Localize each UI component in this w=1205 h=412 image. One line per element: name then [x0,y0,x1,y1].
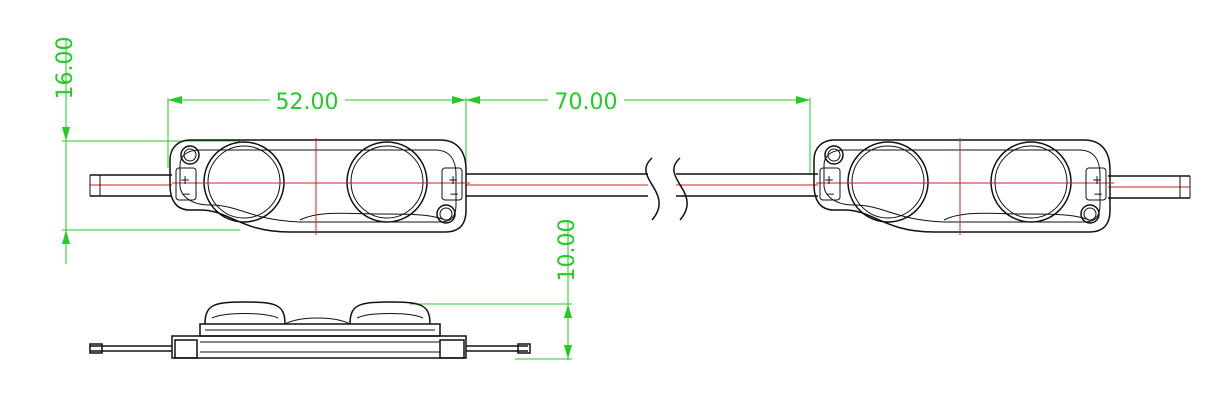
dimension-label-module-thickness: 10.00 [555,219,580,282]
led-module-side-view [89,301,531,359]
lens-right [990,141,1072,223]
wire-middle [466,173,818,197]
wire-left [89,174,172,197]
mounting-hole-right [436,204,456,224]
dimension-label-module-height: 16.00 [53,37,78,100]
mounting-hole-left [180,145,200,165]
polarity-negative-left: − [181,187,191,201]
polarity-negative-right: − [449,187,459,201]
break-symbol [645,157,688,221]
dimension-module-thickness: 10.00 [410,219,580,360]
lens-left [203,141,285,223]
dimension-label-module-spacing: 70.00 [555,90,618,115]
led-module-1: + − + − [169,138,470,235]
mounting-hole-right [1080,204,1100,224]
polarity-positive-left: + [180,173,190,187]
polarity-positive-left: + [824,173,834,187]
dimension-module-length: 52.00 [167,90,467,188]
lens-left [847,141,929,223]
polarity-negative-right: − [1093,187,1103,201]
mounting-hole-left [824,145,844,165]
dimension-label-module-length: 52.00 [276,90,339,115]
polarity-positive-right: + [1092,173,1102,187]
polarity-negative-left: − [825,187,835,201]
dimension-module-spacing: 70.00 [466,90,811,175]
wire-right [1108,175,1191,199]
lens-right [346,141,428,223]
dimension-module-height: 16.00 [53,37,240,264]
led-module-2: + − + − [813,138,1114,235]
polarity-positive-right: + [448,173,458,187]
